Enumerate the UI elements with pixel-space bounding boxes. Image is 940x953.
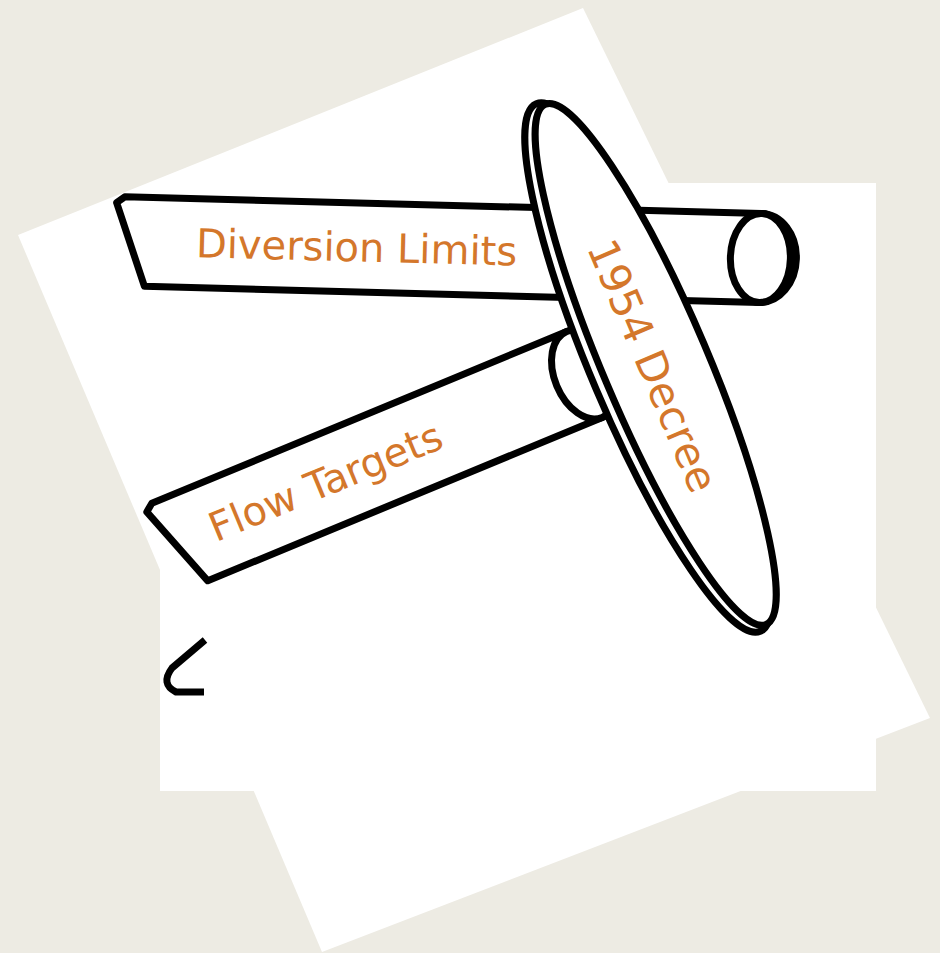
plank-end <box>729 213 791 304</box>
plank-seat: Diversion Limits <box>111 193 801 307</box>
node-label: Diversion Limits <box>196 221 518 273</box>
plank-body <box>114 197 797 304</box>
plank-body <box>144 318 635 593</box>
tilted-sheet <box>18 8 930 952</box>
board-face <box>497 84 814 645</box>
stool-leg-fragment <box>167 640 205 692</box>
plank-leg: Flow Targets <box>140 313 640 597</box>
